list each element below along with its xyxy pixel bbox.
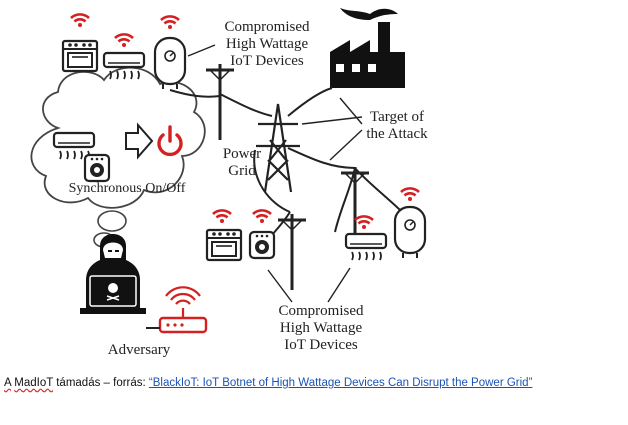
caption-word-madiot: MadIoT [14, 377, 54, 389]
label-compromised-bottom: Compromised High Wattage IoT Devices [262, 303, 380, 354]
label-power-grid: Power Grid [216, 146, 268, 180]
utility-pole-icon [276, 212, 308, 292]
label-adversary: Adversary [107, 342, 171, 358]
water-heater-icon [393, 205, 427, 260]
arrow-right-icon [125, 122, 154, 160]
label-line: High Wattage [279, 320, 363, 336]
fan-heater-icon [248, 230, 276, 260]
wifi-icon [69, 13, 91, 29]
label-synchronous: Synchronous On/Off [68, 181, 186, 196]
router-icon [146, 286, 208, 334]
label-compromised-top: Compromised High Wattage IoT Devices [208, 19, 326, 70]
oven-icon [205, 228, 243, 262]
figure-caption: A MadIoT támadás – forrás: “BlackIoT: Io… [4, 376, 622, 391]
wifi-icon [113, 33, 135, 49]
wifi-icon [211, 209, 233, 225]
power-tower-icon [256, 103, 300, 193]
caption-text: támadás – forrás: [53, 377, 149, 389]
oven-icon [61, 39, 99, 73]
air-conditioner-icon [344, 232, 388, 262]
thought-cloud [30, 66, 206, 260]
fan-heater-icon [83, 153, 111, 183]
label-line: Power [222, 146, 262, 162]
label-line: IoT Devices [230, 53, 304, 69]
wifi-icon [251, 209, 273, 225]
label-line: Compromised [278, 303, 364, 319]
wifi-icon [159, 15, 181, 31]
power-button-icon [157, 125, 183, 157]
wifi-icon [399, 187, 421, 203]
label-target: Target of the Attack [355, 109, 439, 143]
hacker-icon [80, 234, 146, 314]
label-line: IoT Devices [284, 337, 358, 353]
water-heater-icon [153, 36, 187, 91]
label-line: the Attack [366, 126, 428, 142]
label-line: Grid [228, 163, 256, 179]
label-line: Compromised [224, 19, 310, 35]
label-line: Target of [369, 109, 425, 125]
label-line: High Wattage [225, 36, 309, 52]
utility-pole-icon [204, 62, 236, 142]
source-link[interactable]: “BlackIoT: IoT Botnet of High Wattage De… [148, 377, 533, 389]
label-arrows [187, 44, 363, 303]
wifi-icon [353, 215, 375, 231]
factory-icon [330, 8, 405, 88]
caption-word-a: A [4, 377, 12, 389]
